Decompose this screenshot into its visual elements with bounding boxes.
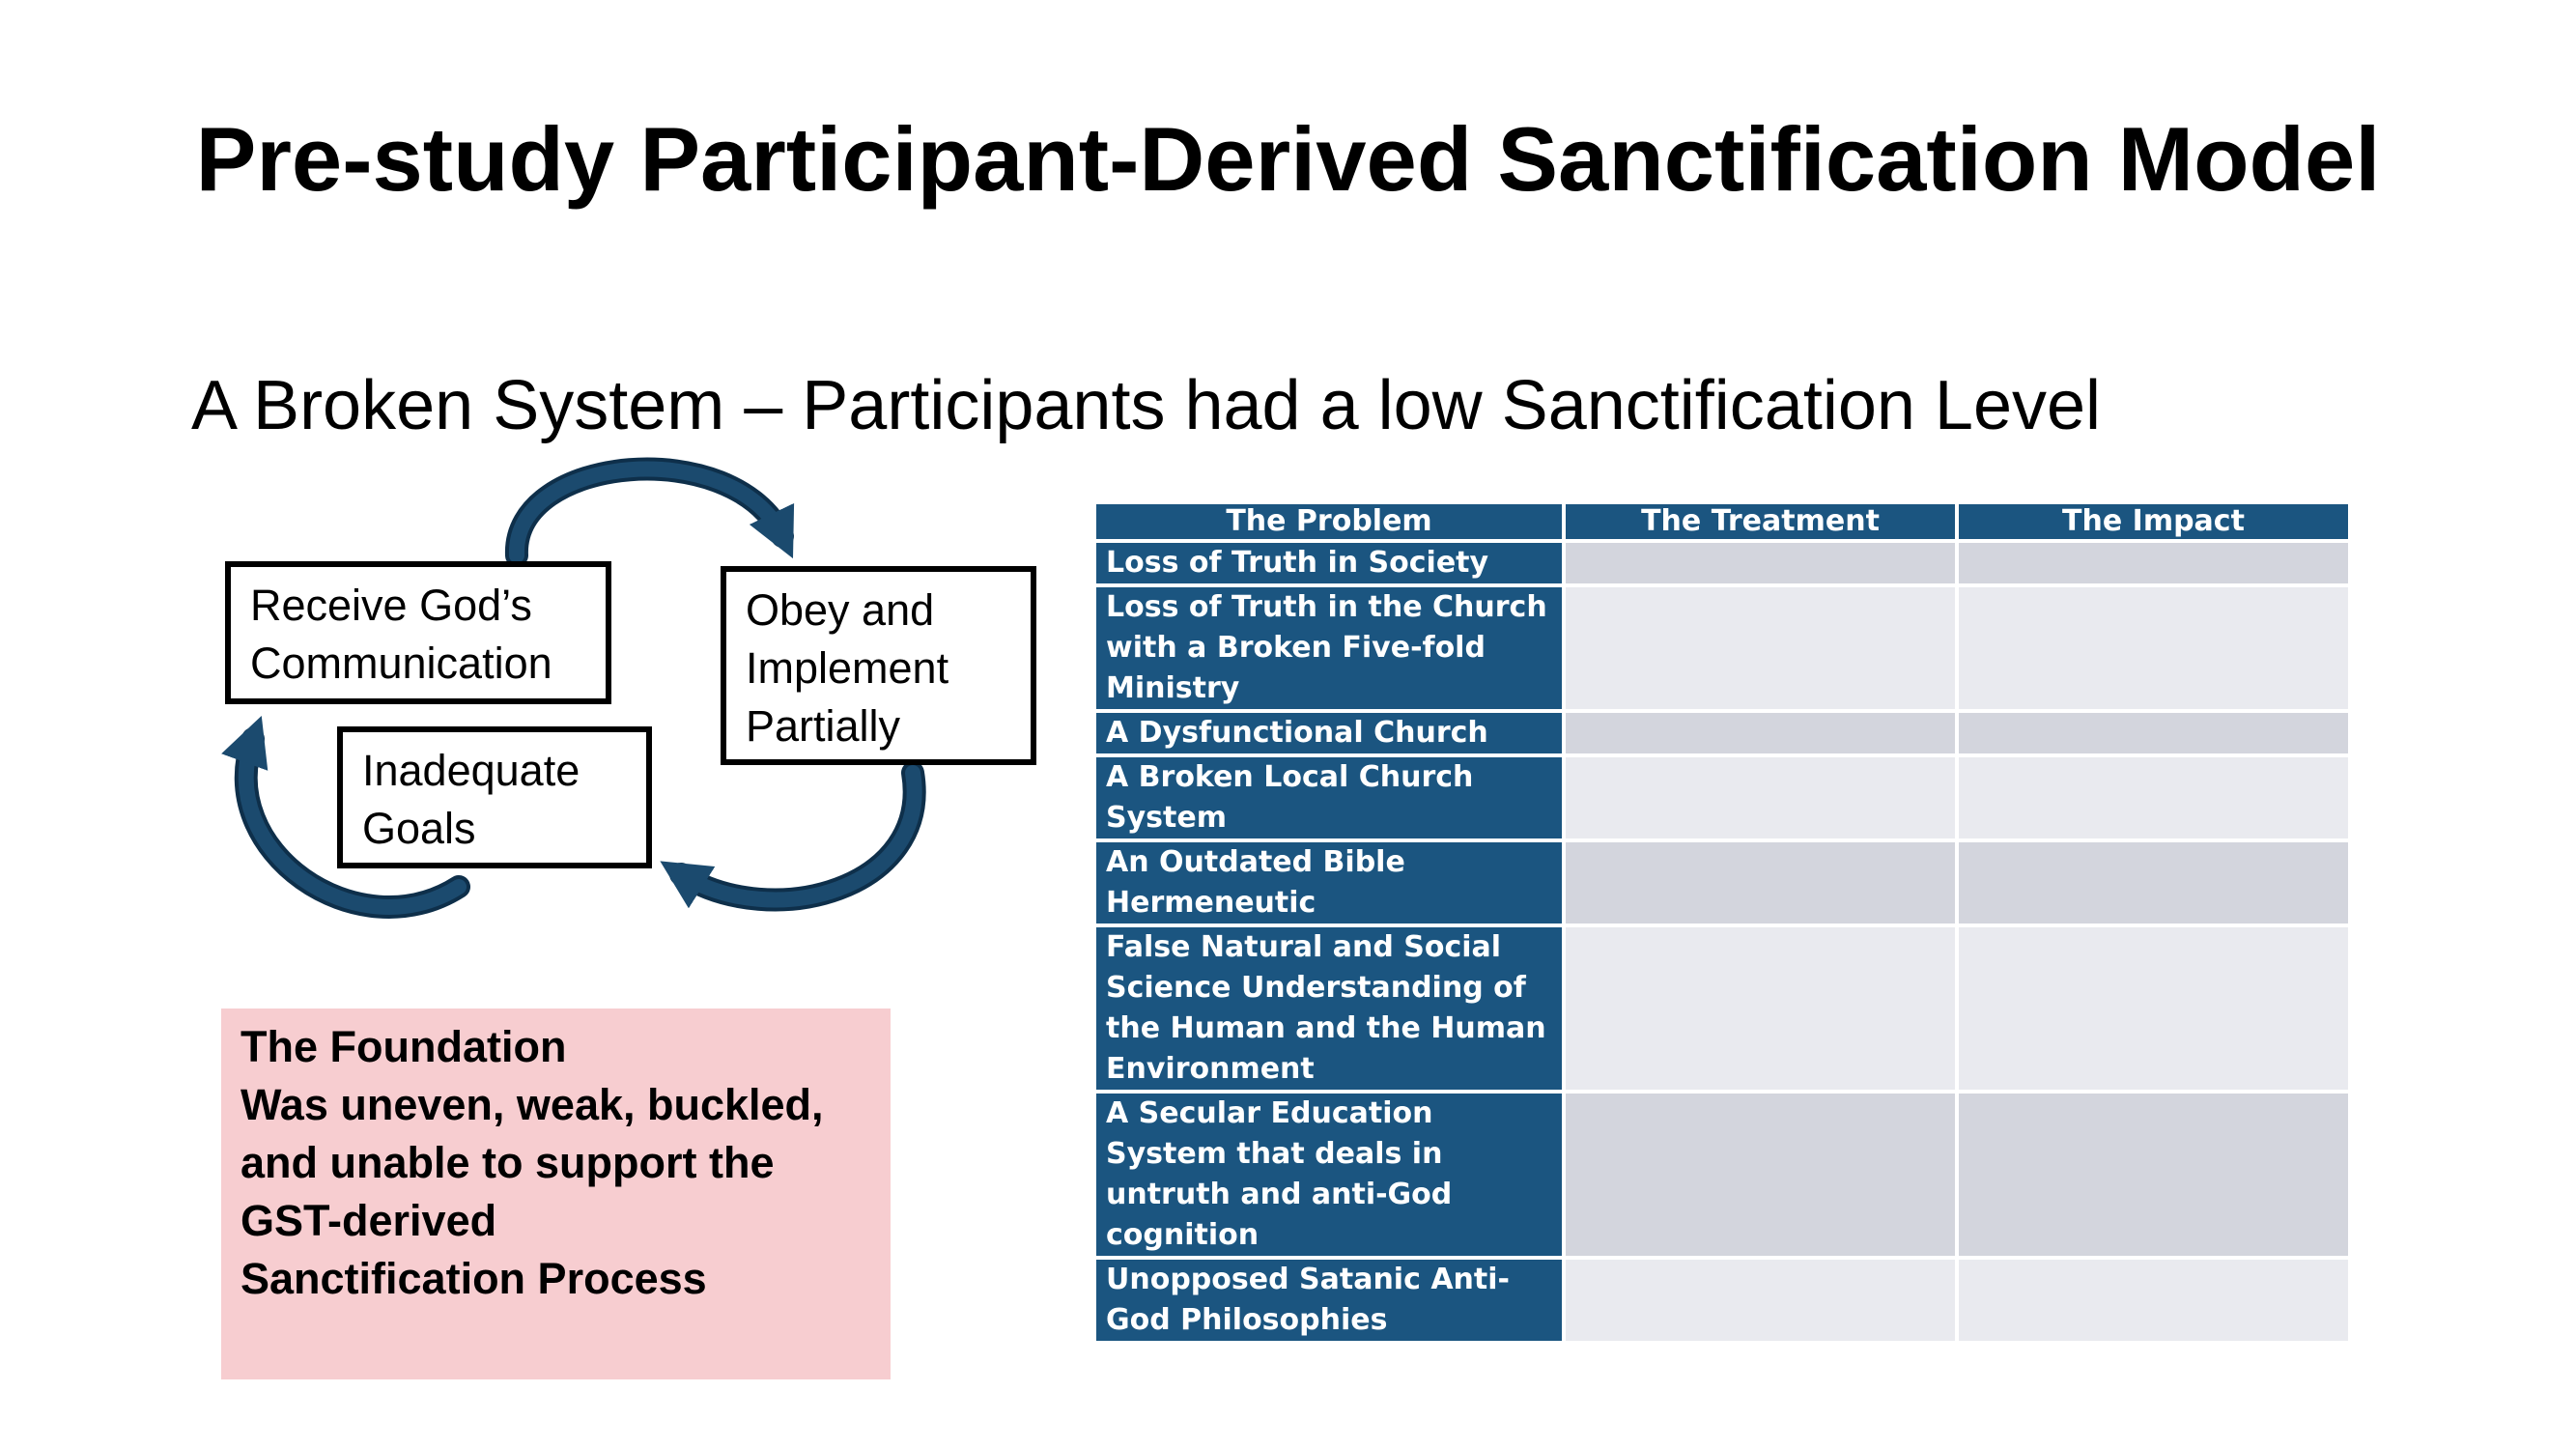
table-row: An Outdated Bible Hermeneutic bbox=[1092, 838, 2352, 927]
treatment-cell bbox=[1562, 539, 1959, 587]
impact-cell bbox=[1955, 923, 2352, 1094]
treatment-cell bbox=[1562, 583, 1959, 713]
column-header-impact: The Impact bbox=[1955, 500, 2352, 543]
impact-cell bbox=[1955, 1256, 2352, 1345]
table-row: A Dysfunctional Church bbox=[1092, 709, 2352, 757]
treatment-cell bbox=[1562, 1090, 1959, 1260]
problem-cell: A Dysfunctional Church bbox=[1092, 709, 1566, 757]
table-row: Unopposed Satanic Anti-God Philosophies bbox=[1092, 1256, 2352, 1345]
column-header-treatment: The Treatment bbox=[1562, 500, 1959, 543]
table-row: A Broken Local Church System bbox=[1092, 753, 2352, 842]
treatment-cell bbox=[1562, 838, 1959, 927]
impact-cell bbox=[1955, 753, 2352, 842]
treatment-cell bbox=[1562, 709, 1959, 757]
foundation-line: Was uneven, weak, buckled, bbox=[241, 1080, 824, 1129]
arrow-obey-to-goals bbox=[669, 761, 926, 912]
treatment-cell bbox=[1562, 1256, 1959, 1345]
problem-cell: Unopposed Satanic Anti-God Philosophies bbox=[1092, 1256, 1566, 1345]
problem-cell: A Broken Local Church System bbox=[1092, 753, 1566, 842]
table-row: False Natural and Social Science Underst… bbox=[1092, 923, 2352, 1094]
foundation-box: The Foundation Was uneven, weak, buckled… bbox=[221, 1009, 891, 1379]
foundation-heading: The Foundation bbox=[241, 1022, 567, 1071]
impact-cell bbox=[1955, 838, 2352, 927]
foundation-line: GST-derived bbox=[241, 1196, 497, 1245]
problem-table: The Problem The Treatment The Impact Los… bbox=[1092, 500, 2352, 1345]
treatment-cell bbox=[1562, 923, 1959, 1094]
impact-cell bbox=[1955, 539, 2352, 587]
problem-cell: A Secular Education System that deals in… bbox=[1092, 1090, 1566, 1260]
problem-cell: Loss of Truth in Society bbox=[1092, 539, 1566, 587]
cycle-box-obey: Obey and Implement Partially bbox=[721, 566, 1036, 765]
table-row: Loss of Truth in the Church with a Broke… bbox=[1092, 583, 2352, 713]
problem-cell: An Outdated Bible Hermeneutic bbox=[1092, 838, 1566, 927]
cycle-box-goals: Inadequate Goals bbox=[337, 726, 652, 868]
slide-title: Pre-study Participant-Derived Sanctifica… bbox=[195, 108, 2381, 210]
impact-cell bbox=[1955, 709, 2352, 757]
foundation-line: and unable to support the bbox=[241, 1138, 775, 1187]
foundation-line: Sanctification Process bbox=[241, 1254, 707, 1303]
slide-subtitle: A Broken System – Participants had a low… bbox=[191, 367, 2102, 444]
impact-cell bbox=[1955, 583, 2352, 713]
table-row: Loss of Truth in Society bbox=[1092, 539, 2352, 587]
treatment-cell bbox=[1562, 753, 1959, 842]
column-header-problem: The Problem bbox=[1092, 500, 1566, 543]
impact-cell bbox=[1955, 1090, 2352, 1260]
table-row: A Secular Education System that deals in… bbox=[1092, 1090, 2352, 1260]
problem-cell: Loss of Truth in the Church with a Broke… bbox=[1092, 583, 1566, 713]
problem-cell: False Natural and Social Science Underst… bbox=[1092, 923, 1566, 1094]
cycle-box-receive: Receive God’s Communication bbox=[225, 561, 611, 704]
table-header-row: The Problem The Treatment The Impact bbox=[1092, 500, 2352, 543]
